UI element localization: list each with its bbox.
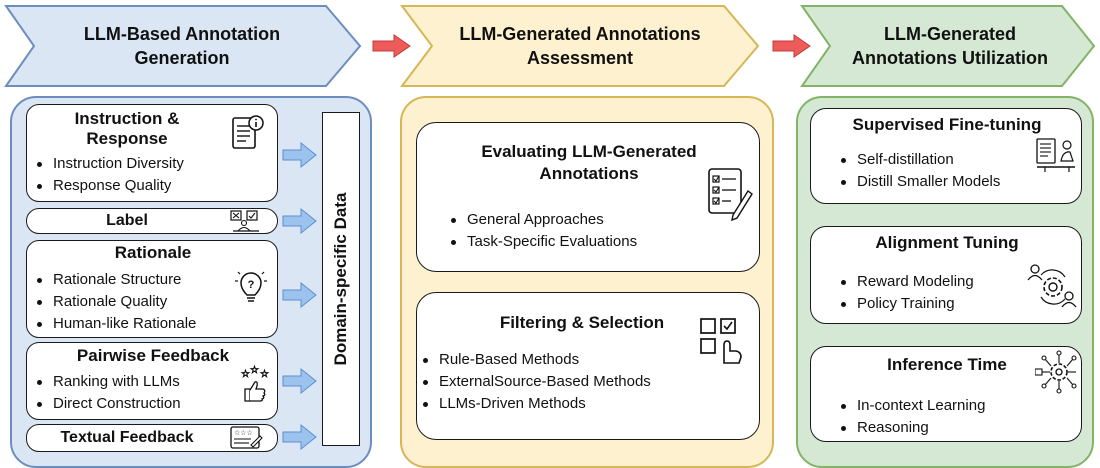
filtering-selection-card: Filtering & Selection Rule-Based Methods… [416, 292, 760, 440]
bullet-list: Rationale Structure Rationale Quality Hu… [33, 269, 196, 335]
bullet-item: Rationale Structure [33, 269, 196, 291]
bullet-item: Instruction Diversity [33, 153, 184, 175]
bullet-item: LLMs-Driven Methods [419, 393, 651, 415]
red-arrow-1-icon [372, 34, 411, 58]
bullet-item: Rationale Quality [33, 291, 196, 313]
bullet-item: Reasoning [837, 417, 985, 439]
instruction-response-card: Instruction & Response Instruction Diver… [26, 104, 278, 202]
bullet-list: Rule-Based Methods ExternalSource-Based … [419, 349, 651, 415]
card-title: Evaluating LLM-Generated Annotations [481, 142, 697, 183]
stage3-title: LLM-Generated Annotations Utilization [852, 24, 1048, 68]
card-title: Filtering & Selection [499, 313, 665, 332]
stage2-banner: LLM-Generated Annotations Assessment [400, 4, 762, 88]
bullet-item: In-context Learning [837, 395, 985, 417]
stage1-title: LLM-Based Annotation Generation [83, 24, 281, 68]
bullet-item: General Approaches [447, 209, 637, 231]
bullet-item: ExternalSource-Based Methods [419, 371, 651, 393]
svg-text:?: ? [248, 279, 255, 291]
domain-specific-data-box: Domain-specific Data [322, 112, 360, 446]
document-info-icon [232, 115, 264, 149]
alignment-tuning-card: Alignment Tuning Reward Modeling Policy … [810, 226, 1082, 324]
checklist-pen-icon [708, 168, 753, 222]
blue-arrow-icon [282, 142, 317, 168]
stars-thumbs-up-icon: ☆ ☆ ☆ [241, 365, 269, 402]
card-title: Supervised Fine-tuning [852, 115, 1042, 134]
bullet-list: Ranking with LLMs Direct Construction [33, 371, 181, 415]
blue-arrow-icon [282, 368, 317, 394]
rationale-card: Rationale Rationale Structure Rationale … [26, 240, 278, 338]
checkbox-select-icon [700, 318, 742, 364]
blue-arrow-icon [282, 282, 317, 308]
network-gear-icon [1035, 350, 1077, 394]
red-arrow-2-icon [772, 34, 811, 58]
card-title: Label [106, 212, 148, 229]
bullet-item: Human-like Rationale [33, 313, 196, 335]
svg-text:☆: ☆ [260, 369, 269, 380]
card-title: Pairwise Feedback [76, 346, 230, 365]
stage3-banner: LLM-Generated Annotations Utilization [800, 4, 1098, 88]
domain-specific-data-label: Domain-specific Data [331, 192, 350, 366]
person-at-desk-icon [1036, 138, 1075, 172]
stage2-title: LLM-Generated Annotations Assessment [459, 24, 701, 68]
bullet-list: Reward Modeling Policy Training [837, 271, 974, 315]
stage2-chevron-shape [400, 5, 760, 87]
stage1-banner: LLM-Based Annotation Generation [4, 4, 364, 88]
lightbulb-question-icon: ? [235, 271, 267, 302]
bullet-list: Instruction Diversity Response Quality [33, 153, 184, 197]
svg-text:☆: ☆ [241, 369, 250, 380]
evaluating-annotations-card: Evaluating LLM-Generated Annotations Gen… [416, 122, 760, 272]
bullet-list: General Approaches Task-Specific Evaluat… [447, 209, 637, 253]
stage1-chevron-shape [4, 5, 362, 87]
inference-time-card: Inference Time In-context Learning Reaso… [810, 346, 1082, 442]
card-title: Inference Time [887, 355, 1007, 374]
svg-text:☆: ☆ [250, 365, 259, 376]
bullet-item: Direct Construction [33, 393, 181, 415]
bullet-list: In-context Learning Reasoning [837, 395, 985, 439]
bullet-item: Distill Smaller Models [837, 171, 1000, 193]
stage3-chevron-shape [800, 5, 1096, 87]
card-title: Rationale [114, 243, 192, 262]
bullet-list: Self-distillation Distill Smaller Models [837, 149, 1000, 193]
pairwise-feedback-card: Pairwise Feedback Ranking with LLMs Dire… [26, 342, 278, 420]
supervised-finetuning-card: Supervised Fine-tuning Self-distillation… [810, 108, 1082, 204]
users-gear-icon [1027, 264, 1077, 308]
card-title: Textual Feedback [60, 429, 194, 446]
bullet-item: Reward Modeling [837, 271, 974, 293]
labeling-person-icon [230, 210, 259, 232]
blue-arrow-icon [282, 208, 317, 234]
textual-feedback-card: Textual Feedback ☆☆☆ [26, 424, 278, 452]
bullet-item: Response Quality [33, 175, 184, 197]
bullet-item: Policy Training [837, 293, 974, 315]
bullet-item: Rule-Based Methods [419, 349, 651, 371]
bullet-item: Task-Specific Evaluations [447, 231, 637, 253]
label-card: Label [26, 208, 278, 234]
bullet-item: Self-distillation [837, 149, 1000, 171]
card-title: Instruction & Response [74, 109, 180, 148]
bullet-item: Ranking with LLMs [33, 371, 181, 393]
svg-text:☆☆☆: ☆☆☆ [234, 429, 253, 437]
blue-arrow-icon [282, 424, 317, 450]
rating-card-icon: ☆☆☆ [230, 426, 263, 449]
card-title: Alignment Tuning [875, 233, 1019, 252]
